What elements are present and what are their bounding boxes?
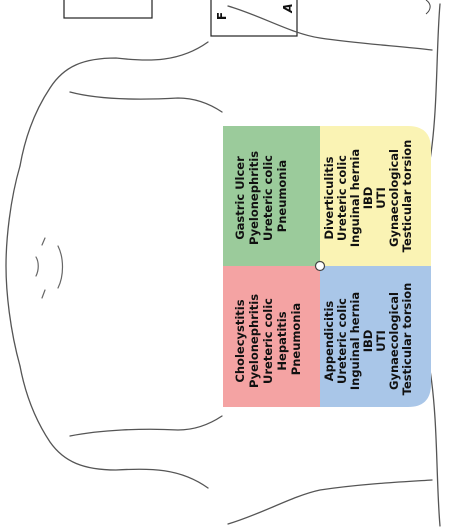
ru-line-1: Cholecystitis	[233, 299, 247, 382]
ru-line-5: Pneumonia	[289, 303, 303, 375]
rl-line-8: Testicular torsion	[400, 283, 414, 396]
ll-line-3: Inguinal hernia	[348, 149, 362, 247]
rl-line-5: UTI	[374, 330, 388, 351]
ll-line-2: Ureteric colic	[335, 155, 349, 241]
rl-line-3: Inguinal hernia	[348, 292, 362, 390]
top-right-curve	[426, 0, 430, 14]
face-marks	[36, 238, 63, 298]
top-box-label-f: F	[215, 12, 229, 20]
rl-line-2: Ureteric colic	[335, 298, 349, 384]
quadrant-right-upper-text: Cholecystitis Pyelonephritis Ureteric co…	[233, 290, 303, 388]
ru-line-4: Hepatitis	[275, 311, 289, 370]
lu-line-4: Pneumonia	[275, 160, 289, 232]
lu-line-3: Ureteric colic	[261, 155, 275, 241]
lu-line-2: Pyelonephritis	[247, 151, 261, 245]
lu-line-1: Gastric Ulcer	[233, 156, 247, 240]
ru-line-2: Pyelonephritis	[247, 294, 261, 388]
ll-line-1: Diverticulitis	[322, 156, 336, 239]
ll-line-5: UTI	[374, 187, 388, 208]
quadrant-left-upper-text: Gastric Ulcer Pyelonephritis Ureteric co…	[233, 147, 289, 245]
ll-line-8: Testicular torsion	[400, 140, 414, 253]
rl-line-7: Gynaecological	[387, 292, 401, 390]
rl-line-1: Appendicitis	[322, 301, 336, 382]
top-left-box	[64, 0, 152, 18]
umbilicus-marker	[316, 262, 325, 271]
ll-line-4: IBD	[361, 187, 375, 210]
ru-line-3: Ureteric colic	[261, 298, 275, 384]
ll-line-7: Gynaecological	[387, 149, 401, 247]
top-box-label-a: A	[281, 3, 295, 13]
rl-line-4: IBD	[361, 330, 375, 353]
